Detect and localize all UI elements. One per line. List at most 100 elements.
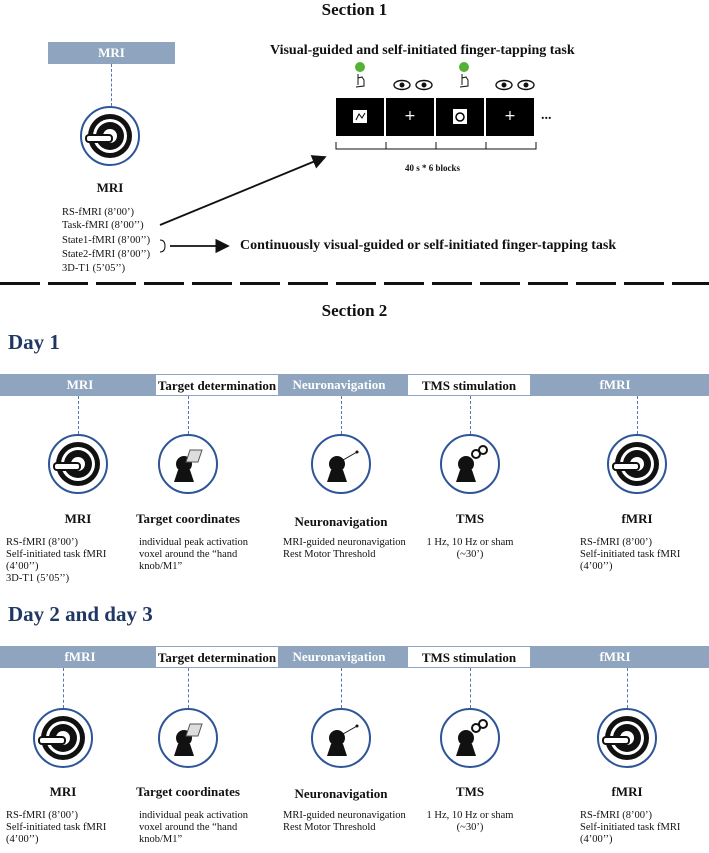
header-tms-stimulation: TMS stimulation <box>407 374 531 396</box>
day23-col1-line2: Self-initiated task fMRI <box>6 822 107 833</box>
block-brackets <box>335 142 537 150</box>
eye-icon <box>495 79 535 91</box>
stimulus-frame-3 <box>436 98 484 136</box>
tms-coil-icon <box>440 434 500 494</box>
scan-state1-fmri: State1-fMRI (8’00’’) <box>62 235 151 246</box>
scan-task-fmri: Task-fMRI (8’00’’) <box>62 220 144 231</box>
task-title: Visual-guided and self-initiated finger-… <box>270 43 575 58</box>
mri-scanner-icon <box>33 708 93 768</box>
tms-coil-icon <box>440 708 500 768</box>
icon-title-fmri: fMRI <box>611 784 643 799</box>
connector-line <box>627 668 628 708</box>
head-pointer-icon <box>311 434 371 494</box>
section-1-title: Section 1 <box>321 0 388 19</box>
day23-col3-line2: Rest Motor Threshold <box>283 822 376 833</box>
connector-line <box>637 396 638 434</box>
day23-col1-line1: RS-fMRI (8’00’) <box>6 810 79 821</box>
day1-col1-line1: RS-fMRI (8’00’) <box>6 537 79 548</box>
day1-col1-line3: (4’00’’) <box>6 561 39 572</box>
icon-title-neuronavigation: Neuronavigation <box>294 514 388 529</box>
header-target-determination: Target determination <box>155 646 279 668</box>
day23-col2-line3: knob/M1” <box>139 834 183 845</box>
mri-scanner-icon <box>597 708 657 768</box>
eye-icon <box>393 79 433 91</box>
day23-col4-line2: (~30’) <box>456 822 484 833</box>
connector-line <box>78 396 79 434</box>
day-1-header-bar: MRI Target determination Neuronavigation… <box>0 374 709 396</box>
header-neuronavigation: Neuronavigation <box>292 377 386 392</box>
mri-header-box: MRI <box>48 42 175 64</box>
day1-col3-line1: MRI-guided neuronavigation <box>283 537 406 548</box>
connector-line <box>63 668 64 708</box>
scan-state2-fmri: State2-fMRI (8’00’’) <box>62 249 151 260</box>
day23-col2-line1: individual peak activation <box>139 810 249 821</box>
header-tms-stimulation: TMS stimulation <box>407 646 531 668</box>
header-mri: MRI <box>66 377 94 392</box>
day23-col4-line1: 1 Hz, 10 Hz or sham <box>426 810 514 821</box>
head-pointer-icon <box>311 708 371 768</box>
stimulus-frame-1 <box>336 98 384 136</box>
day1-col2-line2: voxel around the “hand <box>139 549 238 560</box>
icon-title-neuronavigation: Neuronavigation <box>294 786 388 801</box>
day1-col1-line4: 3D-T1 (5’05’’) <box>6 573 70 584</box>
day1-col3-line2: Rest Motor Threshold <box>283 549 376 560</box>
mri-label: MRI <box>96 180 124 195</box>
icon-title-mri: MRI <box>49 784 77 799</box>
stimulus-frame-2: + <box>386 98 434 136</box>
stimulus-frame-4: + <box>486 98 534 136</box>
section-2-title: Section 2 <box>321 301 388 320</box>
blocks-label: 40 s * 6 blocks <box>405 163 461 173</box>
mri-scanner-icon <box>607 434 667 494</box>
continuous-task-label: Continuously visual-guided or self-initi… <box>240 238 617 253</box>
header-neuronavigation: Neuronavigation <box>292 649 386 664</box>
day23-col2-line2: voxel around the “hand <box>139 822 238 833</box>
fixation-cross: + <box>404 108 416 124</box>
icon-title-tms: TMS <box>455 784 485 799</box>
day23-col5-line1: RS-fMRI (8’00’) <box>580 810 653 821</box>
day23-col1-line3: (4’00’’) <box>6 834 39 845</box>
section1-arrows <box>159 155 327 254</box>
section-divider <box>0 282 709 285</box>
day-2-3-title: Day 2 and day 3 <box>8 602 153 626</box>
header-fmri: fMRI <box>64 649 96 664</box>
day-1-title: Day 1 <box>8 330 60 354</box>
head-target-icon <box>158 434 218 494</box>
self-cue-icon <box>453 109 467 124</box>
icon-title-mri: MRI <box>64 511 92 526</box>
day23-col3-line1: MRI-guided neuronavigation <box>283 810 406 821</box>
icon-title-target-coordinates: Target coordinates <box>136 784 240 799</box>
connector-line <box>341 396 342 434</box>
day1-col5-line2: Self-initiated task fMRI <box>580 549 681 560</box>
day23-col5-line3: (4’00’’) <box>580 834 613 845</box>
day1-col1-line2: Self-initiated task fMRI <box>6 549 107 560</box>
header-fmri: fMRI <box>599 649 631 664</box>
fixation-cross: + <box>504 108 516 124</box>
connector-line <box>188 396 189 434</box>
day23-col5-line2: Self-initiated task fMRI <box>580 822 681 833</box>
day1-col4-line1: 1 Hz, 10 Hz or sham <box>426 537 514 548</box>
day1-col4-line2: (~30’) <box>456 549 484 560</box>
day1-col5-line1: RS-fMRI (8’00’) <box>580 537 653 548</box>
icon-title-fmri: fMRI <box>621 511 653 526</box>
connector-line <box>188 668 189 708</box>
head-target-icon <box>158 708 218 768</box>
scan-rs-fmri: RS-fMRI (8’00’) <box>62 207 135 218</box>
finger-tap-icon <box>459 62 469 88</box>
finger-tap-icon <box>355 62 365 88</box>
day1-col5-line3: (4’00’’) <box>580 561 613 572</box>
tapping-cue-icon <box>353 110 367 123</box>
icon-title-tms: TMS <box>455 511 485 526</box>
mri-scanner-icon <box>80 106 140 166</box>
day-2-3-header-bar: fMRI Target determination Neuronavigatio… <box>0 646 709 668</box>
connector-line <box>341 668 342 708</box>
connector-line <box>111 64 112 106</box>
header-target-determination: Target determination <box>155 374 279 396</box>
icon-title-target-coordinates: Target coordinates <box>136 511 240 526</box>
connector-line <box>470 396 471 434</box>
day1-col2-line3: knob/M1” <box>139 561 183 572</box>
ellipsis: ... <box>541 108 552 123</box>
connector-line <box>470 668 471 708</box>
mri-scanner-icon <box>48 434 108 494</box>
header-fmri: fMRI <box>599 377 631 392</box>
scan-3d-t1: 3D-T1 (5’05’’) <box>62 263 126 274</box>
